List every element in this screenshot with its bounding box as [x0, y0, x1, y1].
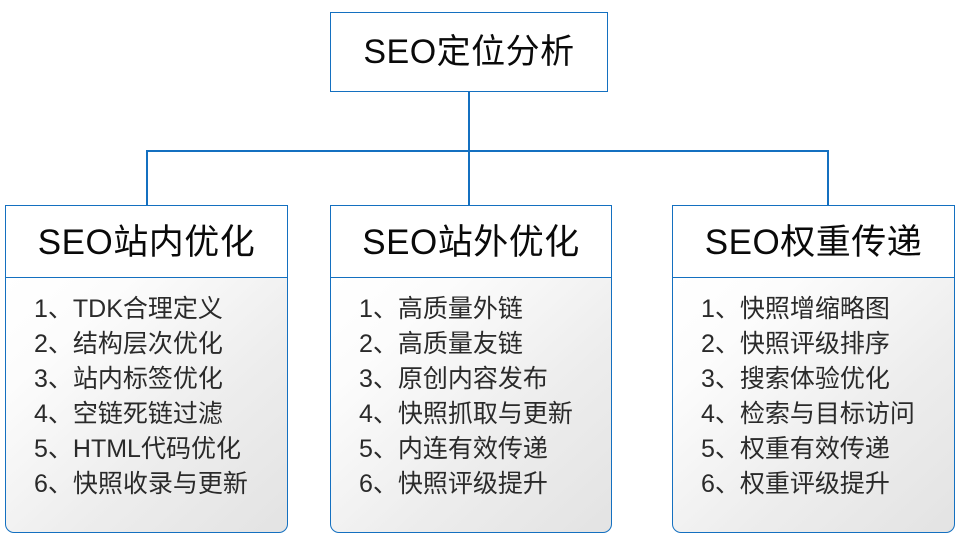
branch-1-title: SEO站内优化	[37, 222, 256, 262]
branch-1-item-list: 1、TDK合理定义 2、结构层次优化 3、站内标签优化 4、空链死链过滤 5、H…	[6, 292, 287, 502]
root-node[interactable]: SEO定位分析	[330, 12, 608, 92]
branch-2-item-list: 1、高质量外链 2、高质量友链 3、原创内容发布 4、快照抓取与更新 5、内连有…	[331, 292, 611, 502]
list-item: 4、空链死链过滤	[34, 400, 223, 429]
connector-branch-3-drop	[827, 150, 829, 205]
root-node-label: SEO定位分析	[363, 33, 575, 71]
branch-1-header[interactable]: SEO站内优化	[5, 205, 288, 279]
list-item: 3、原创内容发布	[359, 365, 548, 394]
list-item: 5、HTML代码优化	[34, 435, 241, 464]
branch-2-title: SEO站外优化	[362, 222, 580, 262]
list-item: 1、TDK合理定义	[34, 295, 223, 324]
branch-3-title: SEO权重传递	[704, 222, 923, 262]
list-item: 3、站内标签优化	[34, 365, 223, 394]
list-item: 5、内连有效传递	[359, 435, 548, 464]
list-item: 5、权重有效传递	[701, 435, 890, 464]
connector-root-stem	[468, 92, 470, 151]
branch-2-body: 1、高质量外链 2、高质量友链 3、原创内容发布 4、快照抓取与更新 5、内连有…	[330, 277, 612, 534]
branch-3-item-list: 1、快照增缩略图 2、快照评级排序 3、搜索体验优化 4、检索与目标访问 5、权…	[673, 292, 954, 502]
list-item: 4、快照抓取与更新	[359, 400, 573, 429]
branch-1-body: 1、TDK合理定义 2、结构层次优化 3、站内标签优化 4、空链死链过滤 5、H…	[5, 277, 288, 534]
list-item: 6、权重评级提升	[701, 470, 890, 499]
connector-horizontal-bus	[146, 150, 829, 152]
connector-branch-1-drop	[146, 150, 148, 205]
list-item: 2、高质量友链	[359, 330, 523, 359]
branch-column-3: SEO权重传递 1、快照增缩略图 2、快照评级排序 3、搜索体验优化 4、检索与…	[672, 205, 955, 534]
list-item: 2、结构层次优化	[34, 330, 223, 359]
branch-3-body: 1、快照增缩略图 2、快照评级排序 3、搜索体验优化 4、检索与目标访问 5、权…	[672, 277, 955, 534]
list-item: 6、快照评级提升	[359, 470, 548, 499]
list-item: 3、搜索体验优化	[701, 365, 890, 394]
branch-2-header[interactable]: SEO站外优化	[330, 205, 612, 279]
list-item: 6、快照收录与更新	[34, 470, 248, 499]
list-item: 2、快照评级排序	[701, 330, 890, 359]
branch-column-1: SEO站内优化 1、TDK合理定义 2、结构层次优化 3、站内标签优化 4、空链…	[5, 205, 288, 534]
connector-branch-2-drop	[468, 150, 470, 205]
list-item: 1、快照增缩略图	[701, 295, 890, 324]
branch-column-2: SEO站外优化 1、高质量外链 2、高质量友链 3、原创内容发布 4、快照抓取与…	[330, 205, 612, 534]
list-item: 4、检索与目标访问	[701, 400, 915, 429]
list-item: 1、高质量外链	[359, 295, 523, 324]
branch-3-header[interactable]: SEO权重传递	[672, 205, 955, 279]
